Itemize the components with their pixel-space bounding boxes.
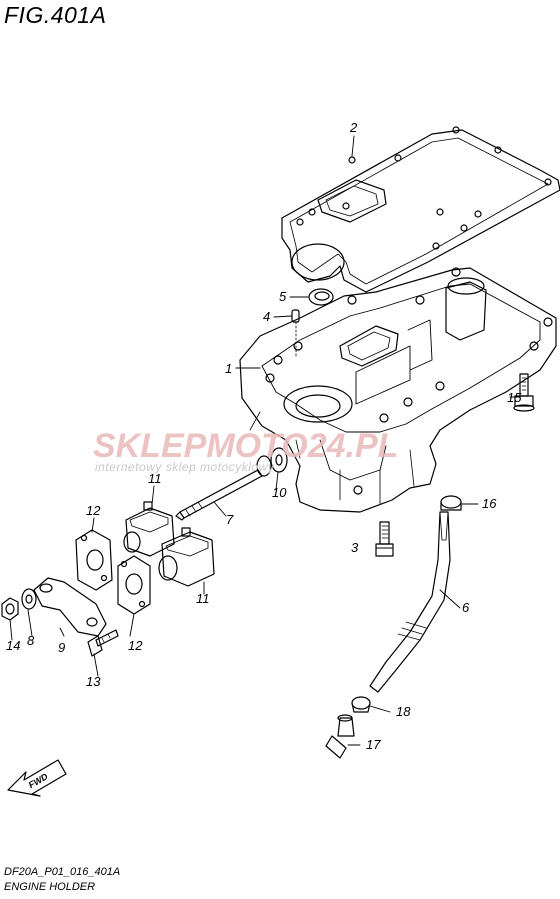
callout-12-left: 12 bbox=[86, 503, 101, 518]
callout-13: 13 bbox=[86, 674, 101, 689]
callout-9: 9 bbox=[58, 640, 65, 655]
figure-code: DF20A_P01_016_401A bbox=[4, 866, 121, 878]
watermark-tagline: internetowy sklep motocyklowy bbox=[95, 460, 275, 474]
figure-title: FIG.401A bbox=[4, 2, 107, 28]
mount-rubber-11a-part bbox=[123, 501, 175, 557]
bracket-9-part bbox=[33, 577, 107, 637]
callout-7: 7 bbox=[226, 512, 234, 527]
callout-1: 1 bbox=[225, 361, 232, 376]
callout-5: 5 bbox=[279, 289, 287, 304]
washer-8-part bbox=[21, 588, 37, 610]
bolt-13-part bbox=[87, 629, 119, 657]
callout-15: 15 bbox=[507, 390, 522, 405]
engine-holder-part bbox=[239, 267, 557, 513]
bolt-15-part bbox=[513, 373, 535, 412]
callout-14: 14 bbox=[6, 638, 20, 653]
oil-seal-part bbox=[308, 288, 334, 306]
fwd-arrow-icon bbox=[7, 759, 67, 797]
bolt-3-part bbox=[375, 521, 394, 557]
fitting-17-part bbox=[325, 714, 355, 759]
callout-10: 10 bbox=[272, 485, 287, 500]
hose-part bbox=[369, 511, 451, 693]
callout-11-bottom: 11 bbox=[196, 591, 210, 606]
nut-14-part bbox=[1, 597, 19, 621]
long-bolt-7-part bbox=[175, 455, 272, 521]
callout-16: 16 bbox=[482, 496, 497, 511]
washer-10-part bbox=[270, 447, 288, 473]
gasket-part bbox=[281, 126, 560, 293]
clip-18-part bbox=[351, 696, 371, 713]
mount-rubber-11b-part bbox=[158, 527, 215, 587]
clip-16-part bbox=[440, 495, 462, 511]
callout-12-right: 12 bbox=[128, 638, 143, 653]
plate-12b-part bbox=[117, 555, 151, 615]
fwd-label: FWD bbox=[27, 771, 50, 790]
callout-4: 4 bbox=[263, 309, 270, 324]
callout-18: 18 bbox=[396, 704, 411, 719]
callout-11-top: 11 bbox=[148, 471, 162, 486]
figure-name: ENGINE HOLDER bbox=[4, 881, 96, 893]
callouts: 2 1 5 4 3 6 7 8 9 10 11 11 12 12 13 14 1… bbox=[6, 120, 522, 790]
callout-17: 17 bbox=[366, 737, 381, 752]
callout-6: 6 bbox=[462, 600, 470, 615]
watermark-brand: SKLEPMOTO24.PL bbox=[93, 427, 399, 465]
leader-lines bbox=[9, 135, 521, 746]
callout-8: 8 bbox=[27, 633, 35, 648]
callout-3: 3 bbox=[351, 540, 359, 555]
plate-12a-part bbox=[75, 529, 113, 591]
callout-2: 2 bbox=[349, 120, 358, 135]
